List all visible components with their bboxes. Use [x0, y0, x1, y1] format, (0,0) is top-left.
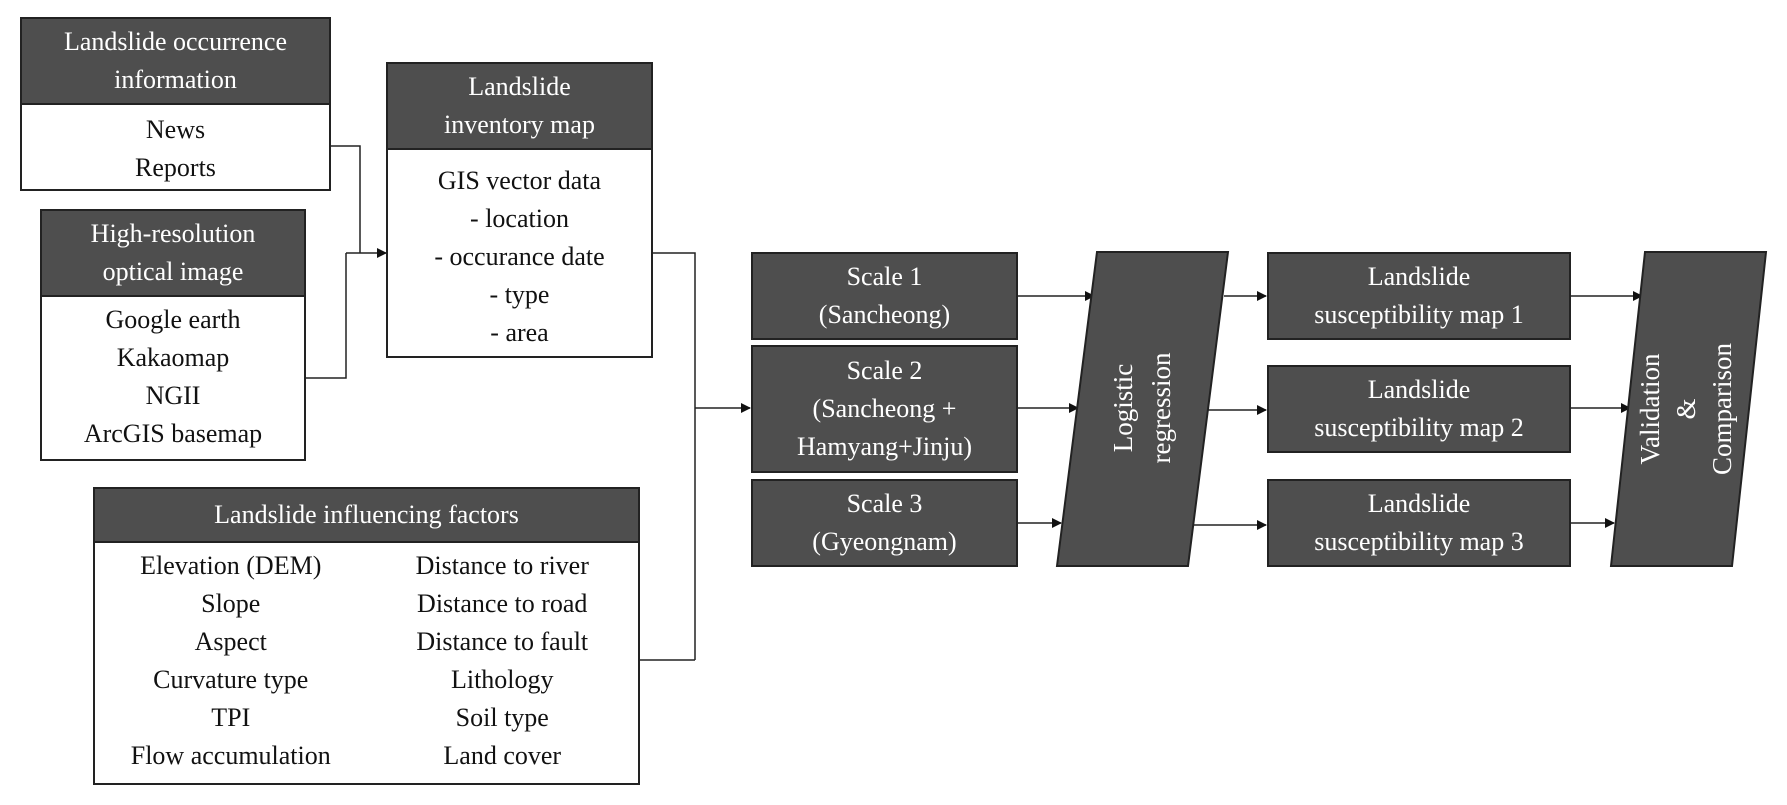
scale-region: Hamyang+Jinju) — [797, 432, 972, 461]
factor-item: Soil type — [455, 703, 549, 732]
optical-to-inventory-line — [306, 253, 347, 379]
factors-box: Landslide influencing factors Elevation … — [93, 487, 640, 785]
inventory-item: - location — [470, 204, 569, 233]
susceptibility-map-3-box: Landslide susceptibility map 3 — [1267, 479, 1571, 567]
scale-region: (Sancheong + — [812, 394, 957, 423]
validation-label: Validation & Comparison — [1632, 299, 1744, 519]
validation-line: Comparison — [1707, 343, 1737, 475]
regression-line: regression — [1146, 352, 1176, 464]
optical-box: High-resolution optical image Google ear… — [40, 209, 306, 461]
factor-item: Land cover — [443, 741, 562, 770]
occurrence-header-line: information — [114, 65, 237, 94]
optical-item: NGII — [145, 381, 201, 410]
map-title: Landslide — [1367, 375, 1471, 404]
map-subtitle: susceptibility map 3 — [1314, 527, 1524, 556]
occurrence-header: Landslide occurrence information — [22, 19, 329, 105]
factors-left-column: Elevation (DEM) Slope Aspect Curvature t… — [95, 547, 367, 775]
occurrence-box: Landslide occurrence information News Re… — [20, 17, 331, 191]
factor-item: Curvature type — [153, 665, 309, 694]
scale-label: Scale 1 — [846, 262, 923, 291]
factor-item: Distance to fault — [416, 627, 589, 656]
factors-body: Elevation (DEM) Slope Aspect Curvature t… — [95, 543, 638, 775]
occurrence-header-line: Landslide occurrence — [63, 27, 288, 56]
factors-header: Landslide influencing factors — [95, 489, 638, 543]
inventory-item: - occurance date — [434, 242, 605, 271]
factor-item: TPI — [211, 703, 251, 732]
inventory-item: GIS vector data — [437, 166, 602, 195]
factor-item: Lithology — [450, 665, 554, 694]
map-subtitle: susceptibility map 1 — [1314, 300, 1524, 329]
scale-2-box: Scale 2 (Sancheong + Hamyang+Jinju) — [751, 345, 1018, 473]
map-title: Landslide — [1367, 262, 1471, 291]
inventory-box: Landslide inventory map GIS vector data … — [386, 62, 653, 358]
logistic-regression-shape — [1055, 251, 1230, 567]
factor-item: Elevation (DEM) — [140, 551, 322, 580]
map-subtitle: susceptibility map 2 — [1314, 413, 1524, 442]
optical-header: High-resolution optical image — [42, 211, 304, 297]
factor-item: Aspect — [194, 627, 267, 656]
scale-region: (Gyeongnam) — [812, 527, 957, 556]
scale-label: Scale 3 — [846, 489, 923, 518]
inventory-item: - area — [490, 318, 549, 347]
map-title: Landslide — [1367, 489, 1471, 518]
factors-header-text: Landslide influencing factors — [214, 500, 519, 529]
validation-shape — [1609, 251, 1768, 567]
occurrence-body: News Reports — [22, 105, 329, 187]
inventory-header-line: inventory map — [444, 110, 595, 139]
inventory-item: - type — [489, 280, 550, 309]
logistic-regression-label: Logistic regression — [1104, 298, 1180, 518]
optical-header-line: High-resolution — [90, 219, 256, 248]
optical-header-line: optical image — [102, 257, 244, 286]
validation-line: Validation — [1635, 353, 1665, 465]
inventory-header-line: Landslide — [468, 72, 571, 101]
occurrence-item: Reports — [135, 153, 216, 182]
scale-region: (Sancheong) — [818, 300, 951, 329]
scale-3-box: Scale 3 (Gyeongnam) — [751, 479, 1018, 567]
inventory-body: GIS vector data - location - occurance d… — [388, 150, 651, 352]
optical-item: Kakaomap — [116, 343, 230, 372]
susceptibility-map-1-box: Landslide susceptibility map 1 — [1267, 252, 1571, 340]
optical-item: ArcGIS basemap — [83, 419, 263, 448]
factor-item: Flow accumulation — [130, 741, 331, 770]
factors-right-column: Distance to river Distance to road Dista… — [367, 547, 639, 775]
occurrence-item: News — [145, 115, 206, 144]
validation-line: & — [1671, 398, 1701, 420]
regression-line: Logistic — [1108, 363, 1138, 453]
factor-item: Distance to river — [415, 551, 589, 580]
inventory-header: Landslide inventory map — [388, 64, 651, 150]
susceptibility-map-2-box: Landslide susceptibility map 2 — [1267, 365, 1571, 453]
occurrence-to-inventory-line — [331, 145, 361, 253]
factor-item: Slope — [201, 589, 261, 618]
optical-item: Google earth — [105, 305, 241, 334]
factor-item: Distance to road — [417, 589, 588, 618]
optical-body: Google earth Kakaomap NGII ArcGIS basema… — [42, 297, 304, 453]
scale-label: Scale 2 — [846, 356, 923, 385]
inventory-to-scales-line — [653, 252, 696, 660]
scale-1-box: Scale 1 (Sancheong) — [751, 252, 1018, 340]
